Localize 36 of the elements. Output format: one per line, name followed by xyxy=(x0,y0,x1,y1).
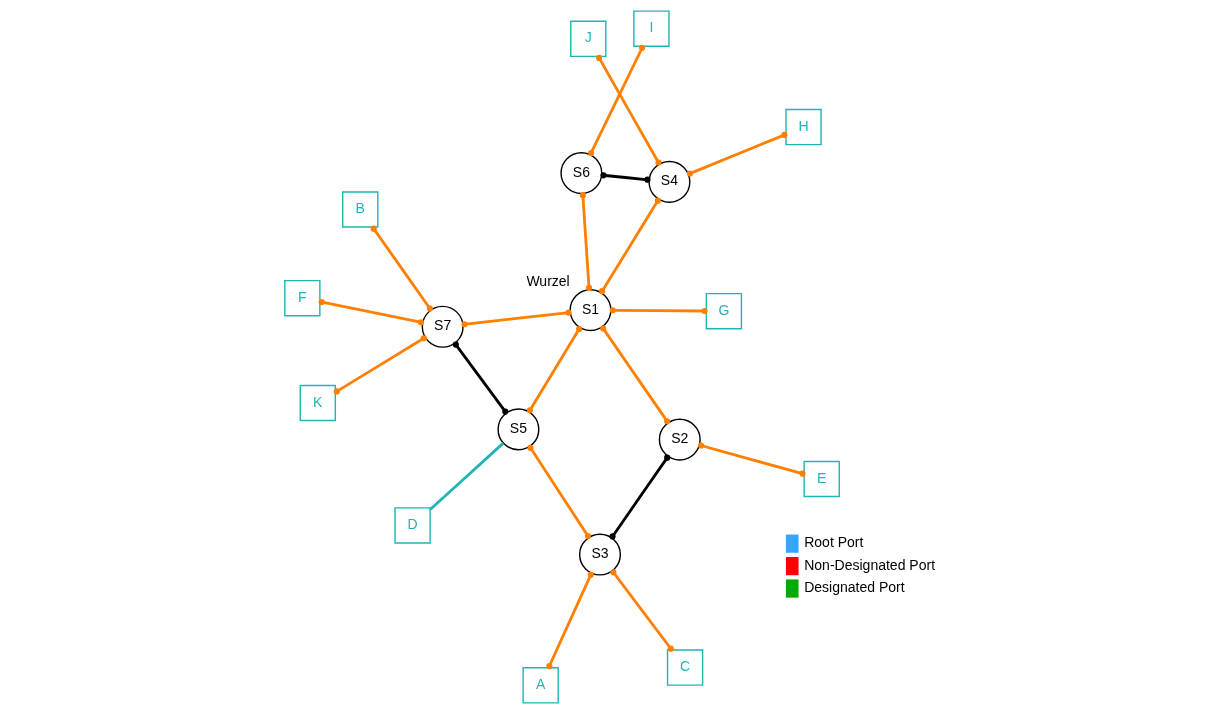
legend-label: Root Port xyxy=(804,534,864,551)
node-label: Wurzel xyxy=(526,272,570,289)
connector xyxy=(318,299,424,326)
connector xyxy=(600,172,651,183)
connector xyxy=(461,309,572,328)
connector xyxy=(609,454,671,540)
connector xyxy=(579,192,593,291)
connector xyxy=(686,131,788,177)
node-box: E xyxy=(803,460,840,498)
connector xyxy=(698,442,806,477)
legend-label: Non-Designated Port xyxy=(804,556,936,573)
connector xyxy=(588,44,646,157)
node-box: I xyxy=(633,10,670,47)
node-box: D xyxy=(394,507,431,544)
node-box: C xyxy=(666,649,704,686)
connector xyxy=(370,225,433,312)
node-box: G xyxy=(705,292,743,330)
connector xyxy=(546,571,594,670)
node-box: A xyxy=(522,667,559,704)
node-box: H xyxy=(785,108,822,146)
connector xyxy=(600,325,671,425)
connector xyxy=(526,325,583,414)
legend-label: Designated Port xyxy=(804,579,905,596)
connector xyxy=(609,307,708,315)
connector xyxy=(599,197,661,295)
connector xyxy=(452,341,509,415)
connector xyxy=(527,444,591,540)
connector xyxy=(429,442,505,511)
node-box: F xyxy=(284,279,321,317)
connector xyxy=(610,569,674,652)
connector xyxy=(596,54,662,166)
connector xyxy=(333,335,427,395)
node-box: B xyxy=(342,191,379,228)
node-box: J xyxy=(570,20,607,58)
node-circle: S6 xyxy=(560,152,603,195)
node-box: K xyxy=(299,384,337,422)
